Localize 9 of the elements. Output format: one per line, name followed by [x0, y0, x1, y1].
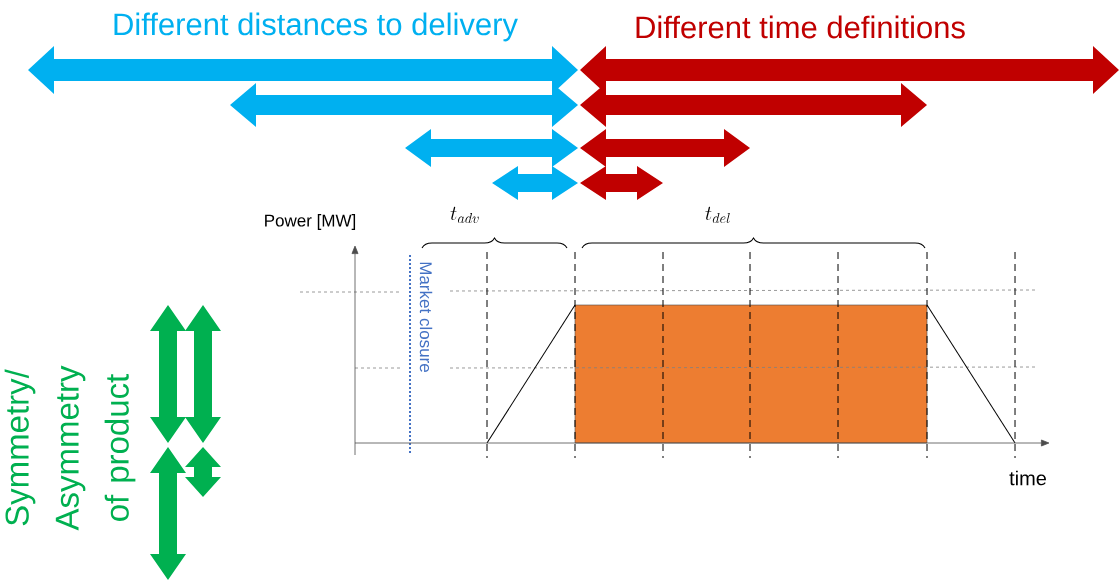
brace-label: $t_{del}$ [705, 206, 730, 224]
brace-label: $t_{adv}$ [450, 206, 479, 224]
axis-label: Power [MW] [265, 214, 356, 230]
delivery-block [574, 304, 928, 444]
side-label: Symmetry/ Asymmetry of product [4, 365, 136, 531]
heading: Different distances to delivery [114, 12, 518, 42]
axis-label: time [1009, 470, 1046, 486]
heading: Different time definitions [636, 15, 965, 39]
marker-label: Market closure [419, 262, 433, 372]
